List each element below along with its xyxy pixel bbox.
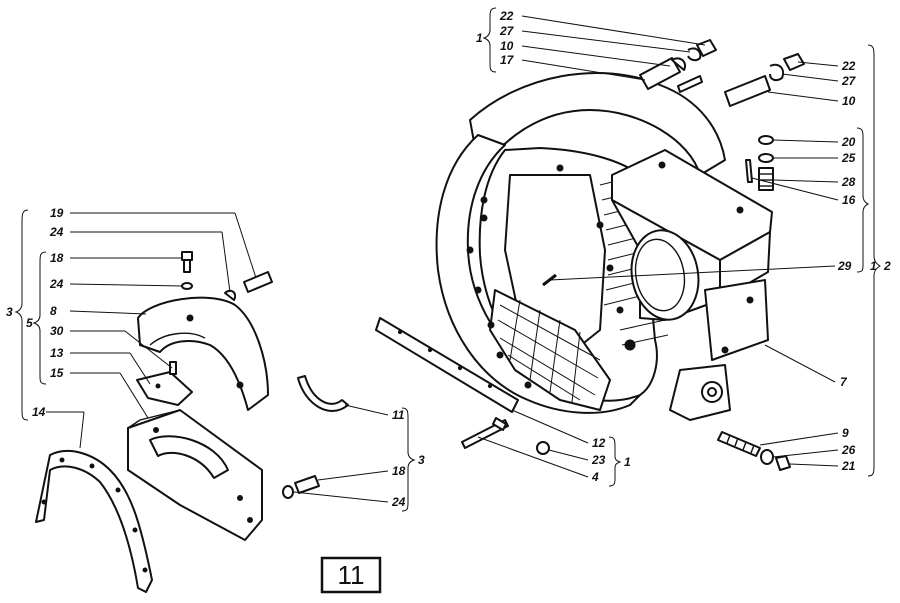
group-5-left: 5 [26,316,33,330]
pin-4 [461,417,509,449]
callout-8: 8 [50,304,57,318]
strip-bar [375,317,519,413]
callout-15: 15 [50,366,64,380]
bearing-cap-upper [137,296,269,411]
group-1-right: 1 [870,259,877,273]
bolt-18-upper [181,251,193,273]
figure-number: 11 [338,560,365,590]
callout-22-top: 22 [499,9,514,23]
pin-29 [542,273,557,287]
callout-13: 13 [50,346,64,360]
bearing-block-15 [127,409,263,541]
group-3-middle: 3 [418,453,425,467]
callout-29: 29 [837,259,852,273]
callout-23: 23 [591,453,606,467]
washer-24-upper [181,282,193,290]
callout-4: 4 [591,470,599,484]
flywheel-housing [435,71,773,421]
bolt-group-lower-right [717,431,791,471]
bolt-19 [224,271,273,301]
callout-27-right: 27 [841,74,857,88]
group-1-bottom: 1 [624,455,631,469]
callout-30: 30 [50,324,64,338]
callout-24-b: 24 [49,277,64,291]
callout-16: 16 [842,193,856,207]
callout-26: 26 [841,443,856,457]
callout-18-a: 18 [50,251,64,265]
callout-20: 20 [841,135,856,149]
callout-labels: 22 27 10 17 22 27 10 20 25 28 16 29 7 9 … [32,9,857,509]
callout-24-a: 24 [49,225,64,239]
group-3-left: 3 [6,305,13,319]
figure-number-box: 11 [320,556,382,594]
nut-23 [536,441,550,455]
group-labels: 1 2 1 1 3 5 3 [6,31,891,469]
callout-18-b: 18 [392,464,406,478]
leader-lines [46,15,839,503]
callout-17: 17 [500,53,515,67]
callout-25: 25 [841,151,856,165]
callout-24-c: 24 [391,495,406,509]
callout-10-top: 10 [500,39,514,53]
callout-19: 19 [50,206,64,220]
callout-14: 14 [32,405,46,419]
pin-30 [169,361,177,375]
plate-13 [136,371,193,406]
callout-12: 12 [592,436,606,450]
callout-21: 21 [841,459,856,473]
callout-28: 28 [841,175,856,189]
half-ring-11 [297,375,349,412]
callout-7: 7 [840,375,848,389]
gasket-14 [35,450,153,593]
callout-9: 9 [842,426,849,440]
group-braces [14,7,881,512]
callout-27-top: 27 [499,24,515,38]
bolt-18-lower [282,475,320,499]
callout-10-right: 10 [842,94,856,108]
callout-22-right: 22 [841,59,856,73]
group-1-top: 1 [476,31,483,45]
callout-11: 11 [392,408,405,422]
small-parts-right [745,135,774,191]
group-2-right: 2 [883,259,891,273]
